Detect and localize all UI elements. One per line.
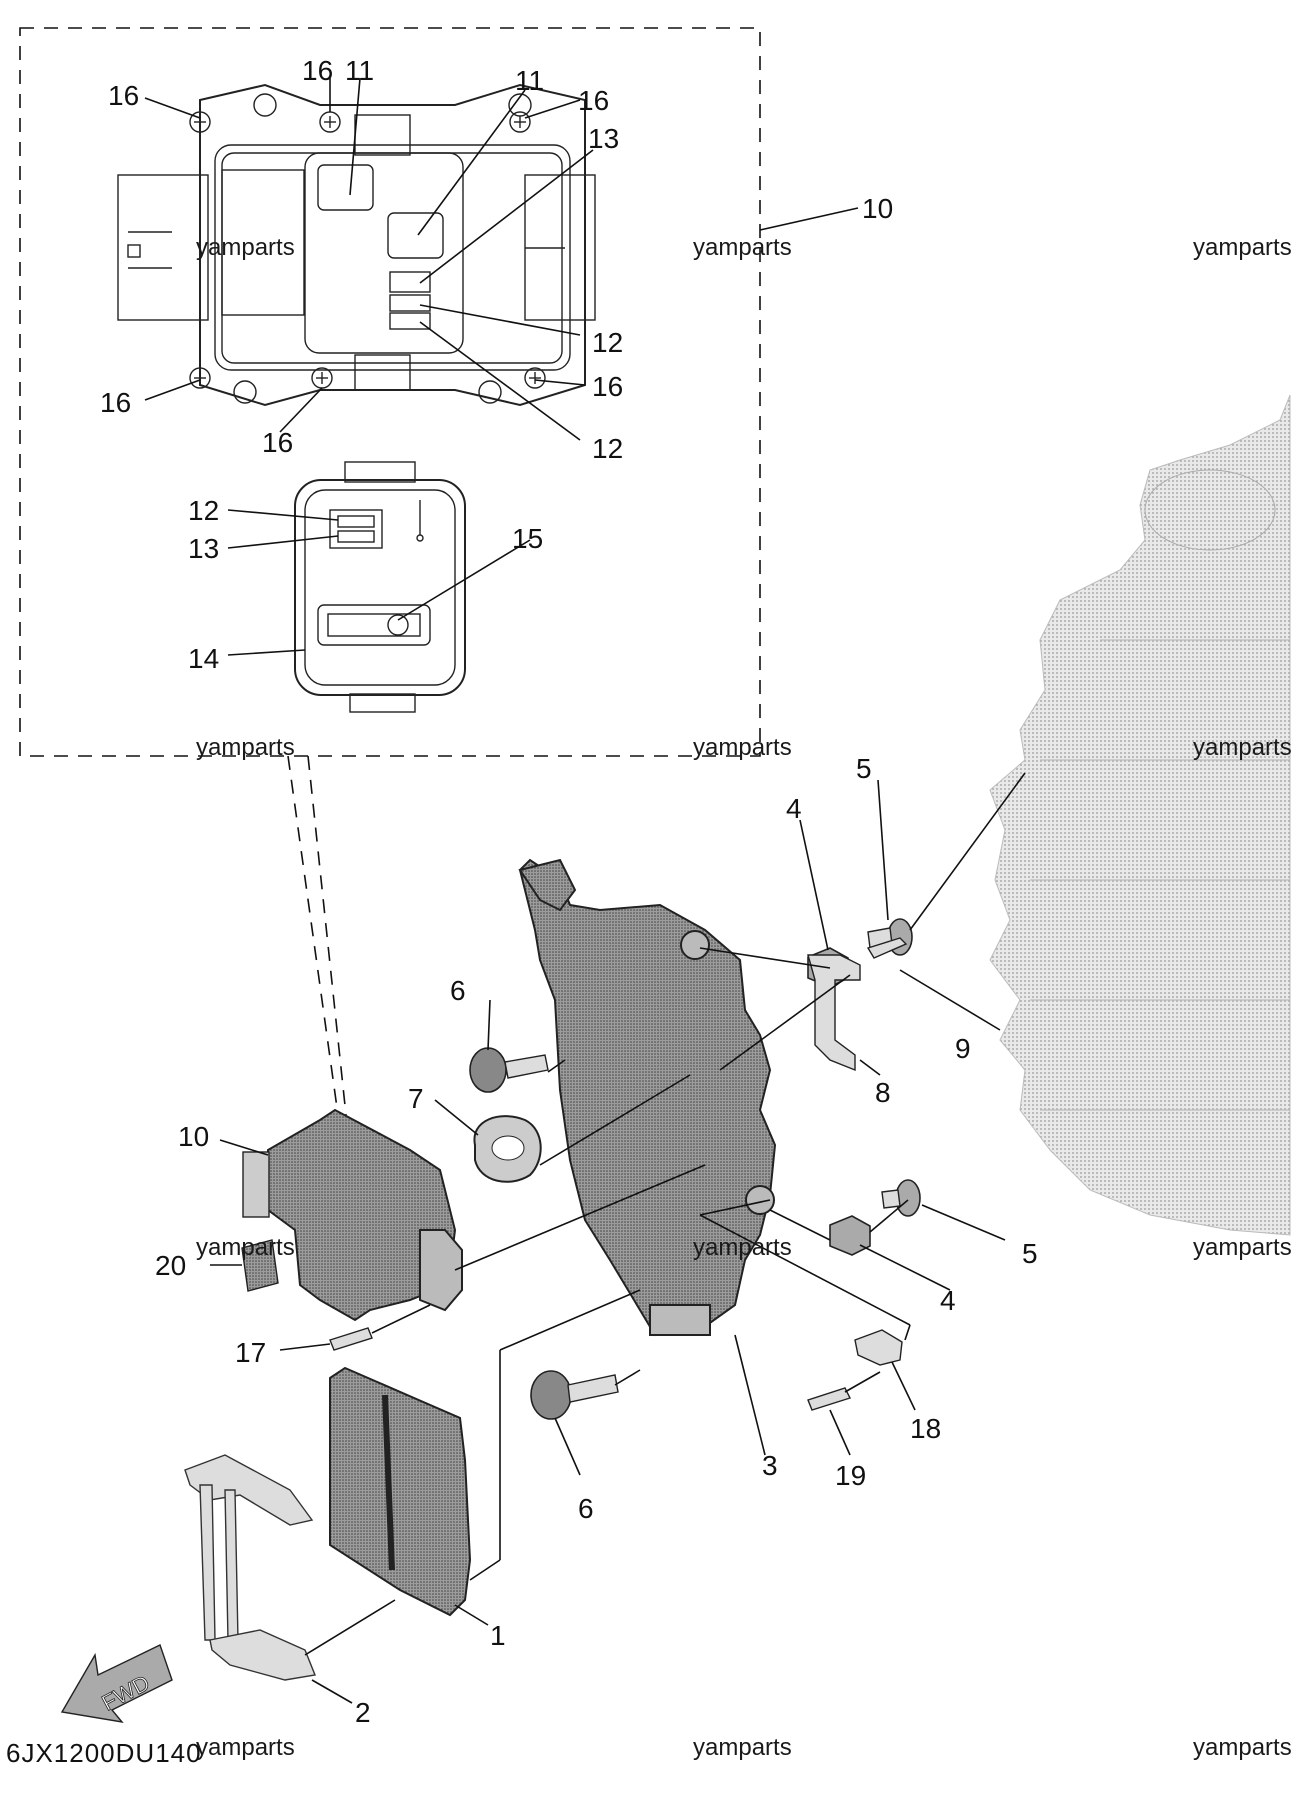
- callout-6: 6: [450, 975, 466, 1006]
- grommet-stem-top: [504, 1054, 549, 1079]
- callout-18: 18: [910, 1413, 941, 1444]
- relay-unit-cover-view: [294, 461, 466, 713]
- callout-pointers: [144, 77, 1006, 1704]
- bolt-shank-bottom: [881, 1189, 901, 1209]
- watermark: yamparts: [196, 234, 295, 261]
- callout-12: 12: [188, 495, 219, 526]
- callout-14: 14: [188, 643, 219, 674]
- callout-11: 11: [515, 65, 544, 96]
- ecu-ridge: [382, 1394, 395, 1571]
- watermark: yamparts: [693, 234, 792, 261]
- watermark: yamparts: [1193, 1234, 1292, 1261]
- callout-16: 16: [592, 371, 623, 402]
- watermark: yamparts: [1193, 734, 1292, 761]
- nut-part-4-bottom: [829, 1215, 871, 1256]
- bracket-foot: [649, 1304, 711, 1336]
- diagram-code: 6JX1200DU140: [6, 1738, 202, 1768]
- callout-5: 5: [1022, 1238, 1038, 1269]
- screw-part-9: [866, 937, 908, 959]
- fwd-arrow-icon: [60, 1644, 173, 1724]
- callout-16: 16: [262, 427, 293, 458]
- bracket-grommet-top: [680, 930, 710, 960]
- callout-10: 10: [862, 193, 893, 224]
- callout-7: 7: [408, 1083, 424, 1114]
- leader-lines: [304, 772, 1026, 1656]
- detail-leader-dashed: [287, 755, 339, 1116]
- callout-12: 12: [592, 433, 623, 464]
- callout-17: 17: [235, 1337, 266, 1368]
- watermark: yamparts: [1193, 1734, 1292, 1761]
- callout-13: 13: [588, 123, 619, 154]
- screw-part-17: [329, 1327, 373, 1351]
- callout-16: 16: [578, 85, 609, 116]
- watermark: yamparts: [196, 1234, 295, 1261]
- callout-4: 4: [940, 1285, 956, 1316]
- relay-connector: [419, 1229, 463, 1312]
- clamp-bore: [491, 1135, 525, 1161]
- detail-leader-dashed-2: [307, 755, 347, 1116]
- callout-16: 16: [302, 55, 333, 86]
- grommet-stem-bottom: [567, 1374, 619, 1403]
- callout-2: 2: [355, 1697, 371, 1728]
- watermark: yamparts: [693, 734, 792, 761]
- ecu-part-1: [329, 1366, 472, 1617]
- grommet-part-6-top: [469, 1047, 507, 1093]
- relay-unit-top-view: [117, 83, 596, 407]
- engine-cap: [1144, 469, 1276, 551]
- relay-label-tag: [242, 1151, 270, 1218]
- clip-part-18: [854, 1329, 903, 1366]
- screw-part-19: [807, 1387, 851, 1411]
- callout-12: 12: [592, 327, 623, 358]
- callout-8: 8: [875, 1077, 891, 1108]
- callout-labels: 16 16 11 11 16 13 10 12 16 16 16 12 12 1…: [97, 55, 1038, 1728]
- label-sticker-part-20: [241, 1239, 279, 1292]
- watermark: yamparts: [693, 1734, 792, 1761]
- callout-3: 3: [762, 1450, 778, 1481]
- callout-9: 9: [955, 1033, 971, 1064]
- bracket-tab-top: [518, 858, 577, 912]
- callout-6: 6: [578, 1493, 594, 1524]
- bracket-part-3: [518, 858, 777, 1337]
- callout-10: 10: [178, 1121, 209, 1152]
- watermark: yamparts: [196, 1734, 295, 1761]
- plate-part-8: [807, 954, 861, 1072]
- callout-13: 13: [188, 533, 219, 564]
- bracket-grommet-mid: [745, 1185, 775, 1215]
- callout-15: 15: [512, 523, 543, 554]
- engine-fins: [1030, 639, 1290, 1111]
- callout-11: 11: [345, 55, 374, 86]
- callout-16: 16: [100, 387, 131, 418]
- detail-box: [19, 27, 761, 757]
- callout-5: 5: [856, 753, 872, 784]
- watermark: yamparts: [693, 1234, 792, 1261]
- callout-19: 19: [835, 1460, 866, 1491]
- callout-1: 1: [490, 1620, 506, 1651]
- watermark: yamparts: [196, 734, 295, 761]
- callout-16: 16: [108, 80, 139, 111]
- callout-4: 4: [786, 793, 802, 824]
- watermark: yamparts: [1193, 234, 1292, 261]
- callout-20: 20: [155, 1250, 186, 1281]
- clip-plate-part-2: [184, 1454, 316, 1681]
- grommet-part-6-bottom: [530, 1370, 572, 1420]
